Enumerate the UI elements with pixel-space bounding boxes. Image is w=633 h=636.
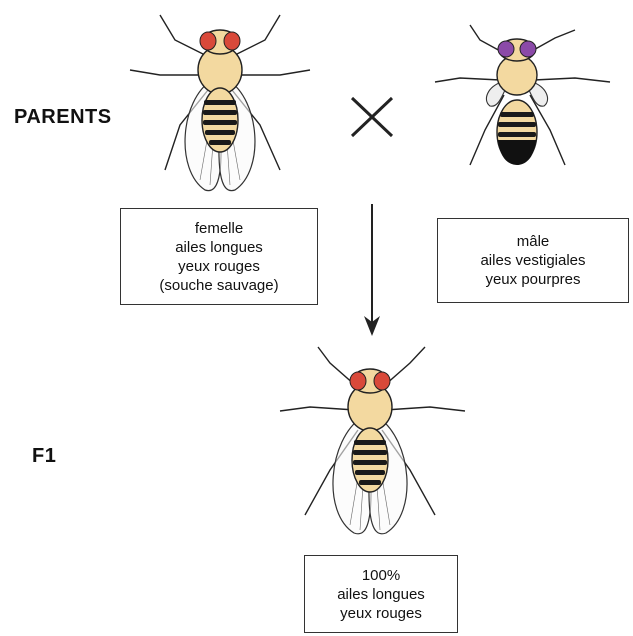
male-sex: mâle [517, 232, 550, 251]
f1-eyes: yeux rouges [340, 604, 422, 623]
female-eyes: yeux rouges [178, 257, 260, 276]
f1-percent: 100% [362, 566, 400, 585]
male-phenotype-box: mâle ailes vestigiales yeux pourpres [437, 218, 629, 303]
f1-phenotype-box: 100% ailes longues yeux rouges [304, 555, 458, 633]
arrow-down-icon [360, 204, 384, 338]
female-sex: femelle [195, 219, 243, 238]
parents-label: PARENTS [14, 106, 112, 129]
f1-label: F1 [32, 445, 56, 468]
fly-female-icon [120, 0, 320, 200]
cross-icon [348, 96, 396, 138]
female-strain: (souche sauvage) [159, 276, 278, 295]
female-wings: ailes longues [175, 238, 263, 257]
male-eyes: yeux pourpres [485, 270, 580, 289]
f1-wings: ailes longues [337, 585, 425, 604]
fly-male-icon [430, 20, 620, 190]
female-phenotype-box: femelle ailes longues yeux rouges (souch… [120, 208, 318, 305]
male-wings: ailes vestigiales [480, 251, 585, 270]
fly-f1-icon [270, 345, 470, 545]
